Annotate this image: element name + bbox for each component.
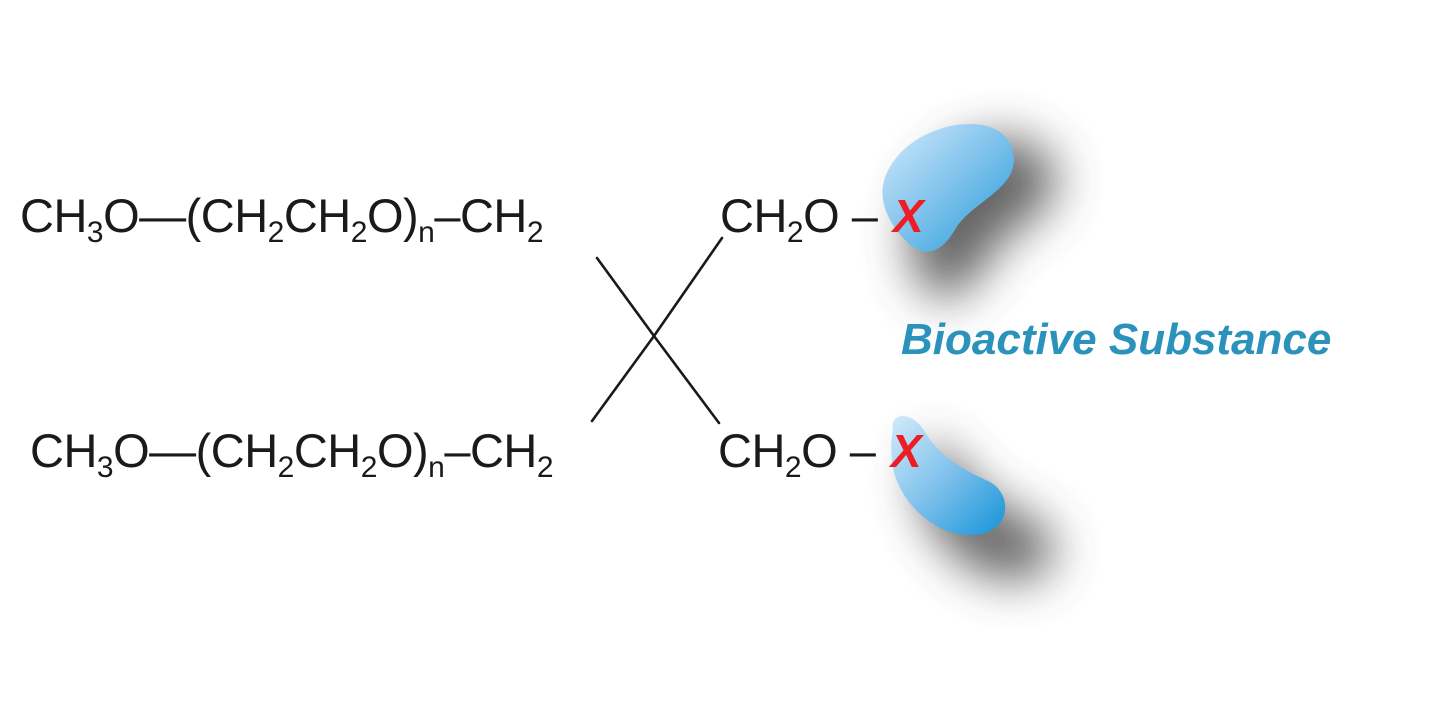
linker-x-top: X — [893, 190, 924, 242]
bond-top-right — [652, 236, 724, 338]
blob-top-shape — [882, 124, 1014, 252]
bond-top-left — [595, 256, 656, 338]
blob-bottom-shape — [891, 416, 1006, 536]
peg-chain-bottom-left: CH3O—(CH2CH2O)n–CH2 — [30, 424, 554, 484]
bioactive-blob-icon — [882, 124, 1057, 299]
linker-x-bottom: X — [891, 425, 922, 477]
linker-group-top-right: CH2O – — [720, 189, 878, 249]
bond-bottom-right — [652, 334, 721, 425]
bioactive-blob-icon — [891, 416, 1055, 581]
peg-chain-top-left: CH3O—(CH2CH2O)n–CH2 — [20, 189, 544, 249]
bond-bottom-left — [590, 334, 656, 423]
linker-group-bottom-right: CH2O – — [718, 424, 876, 484]
bioactive-substance-label: Bioactive Substance — [901, 315, 1332, 364]
carbon-bonds — [590, 236, 724, 425]
